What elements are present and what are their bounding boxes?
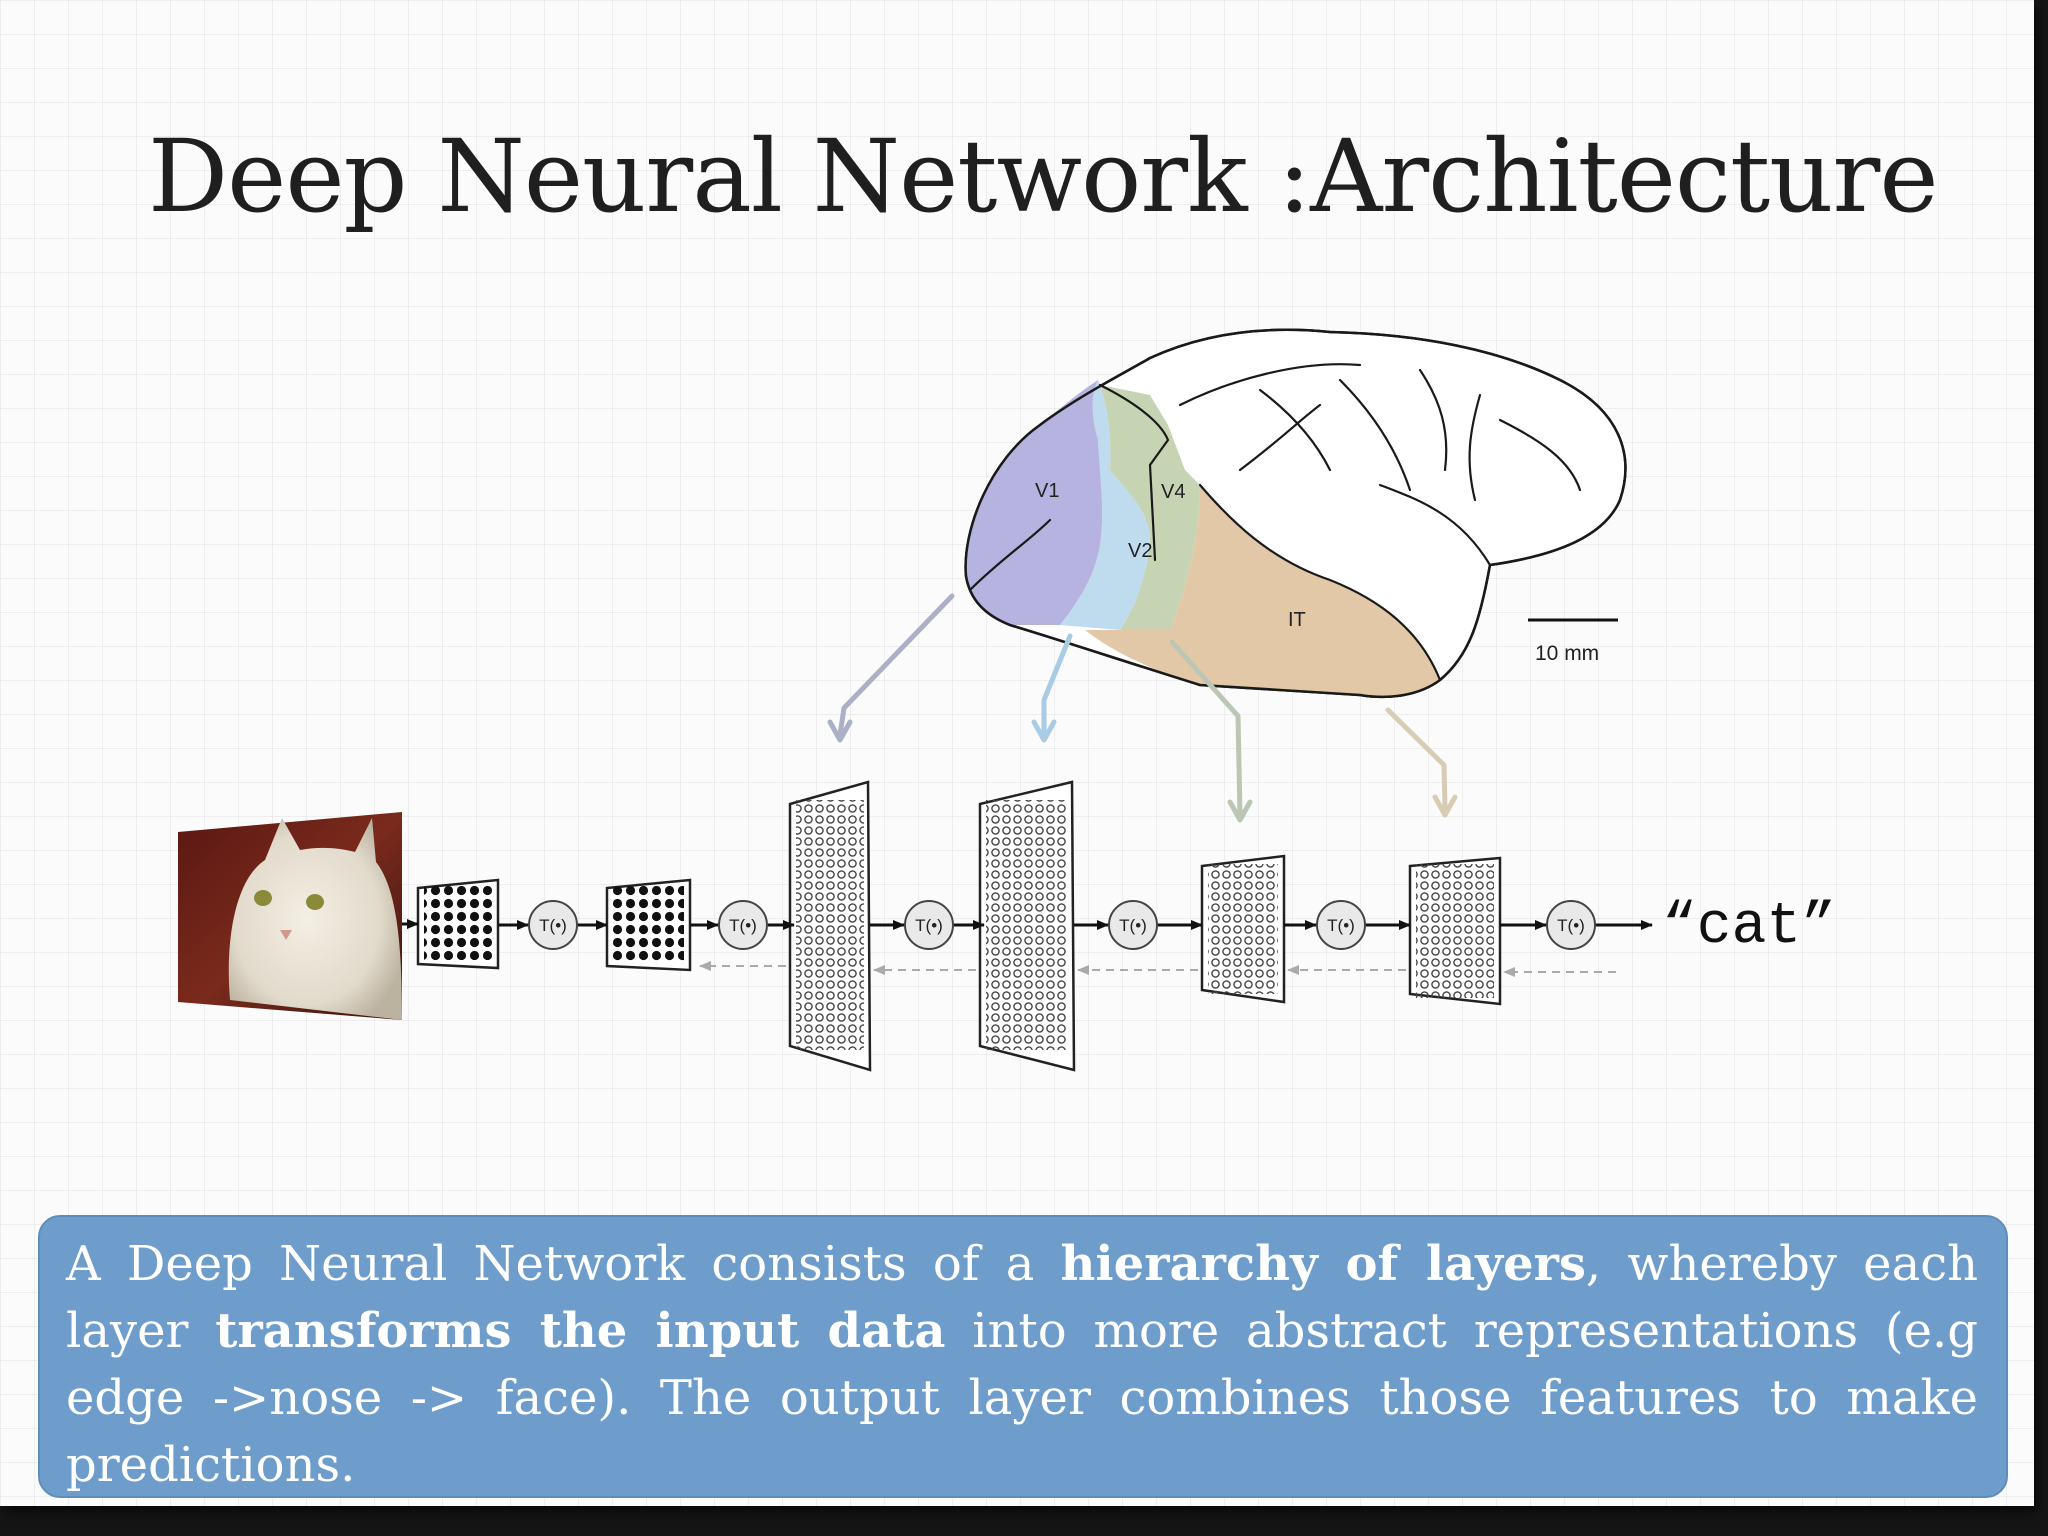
region-v4 <box>1100 385 1200 630</box>
caption-text-3: into more abstract representations (e.g … <box>66 1303 1979 1493</box>
region-v1 <box>965 380 1103 625</box>
network-pipeline: T(•) T(•) T(•) T(•) T(•) T(•) “cat” <box>402 780 1836 1072</box>
layer-6 <box>1408 856 1502 1006</box>
svg-text:T(•): T(•) <box>539 916 567 935</box>
arrow-v1 <box>827 593 955 743</box>
caption-text-1: A Deep Neural Network consists of a <box>66 1236 1061 1292</box>
slide-title: Deep Neural Network :Architecture <box>148 118 1939 235</box>
feedback-arrows <box>699 961 1616 977</box>
transform-node-1: T(•) <box>528 900 578 950</box>
region-v2 <box>1060 380 1150 630</box>
transform-node-3: T(•) <box>904 900 954 950</box>
label-v2: V2 <box>1128 540 1152 562</box>
layer-5 <box>1200 854 1286 1004</box>
transform-node-6: T(•) <box>1546 900 1596 950</box>
brain-illustration: V1 V2 V4 IT 10 mm <box>964 328 1627 699</box>
caption-text-2: , whereby each layer <box>66 1236 1978 1359</box>
svg-text:T(•): T(•) <box>729 916 757 935</box>
arrow-v4 <box>1169 639 1253 823</box>
scale-bar-label: 10 mm <box>1535 642 1599 665</box>
caption-bold-hierarchy: hierarchy of layers <box>1060 1236 1586 1292</box>
region-arrows <box>827 593 1458 823</box>
caption-box: A Deep Neural Network consists of a hier… <box>38 1215 2008 1498</box>
cat-image <box>178 812 402 1020</box>
svg-text:T(•): T(•) <box>1557 916 1585 935</box>
layer-1 <box>416 878 500 970</box>
layer-3 <box>788 780 872 1072</box>
transform-node-2: T(•) <box>718 900 768 950</box>
svg-text:T(•): T(•) <box>1327 916 1355 935</box>
transform-node-4: T(•) <box>1108 900 1158 950</box>
caption-bold-transforms: transforms the input data <box>215 1303 946 1359</box>
layer-4 <box>978 780 1076 1072</box>
arrow-it <box>1385 707 1458 818</box>
svg-text:T(•): T(•) <box>915 916 943 935</box>
forward-arrows <box>402 919 1653 930</box>
svg-text:T(•): T(•) <box>1119 916 1147 935</box>
transform-nodes: T(•) T(•) T(•) T(•) T(•) T(•) <box>528 900 1596 950</box>
label-v1: V1 <box>1035 480 1059 502</box>
label-v4: V4 <box>1161 481 1185 503</box>
label-it: IT <box>1288 609 1306 631</box>
slide: Deep Neural Network :Architecture <box>0 0 2034 1506</box>
transform-node-5: T(•) <box>1316 900 1366 950</box>
arrow-v2 <box>1031 633 1073 743</box>
output-label: “cat” <box>1662 895 1836 960</box>
layer-2 <box>605 878 692 972</box>
